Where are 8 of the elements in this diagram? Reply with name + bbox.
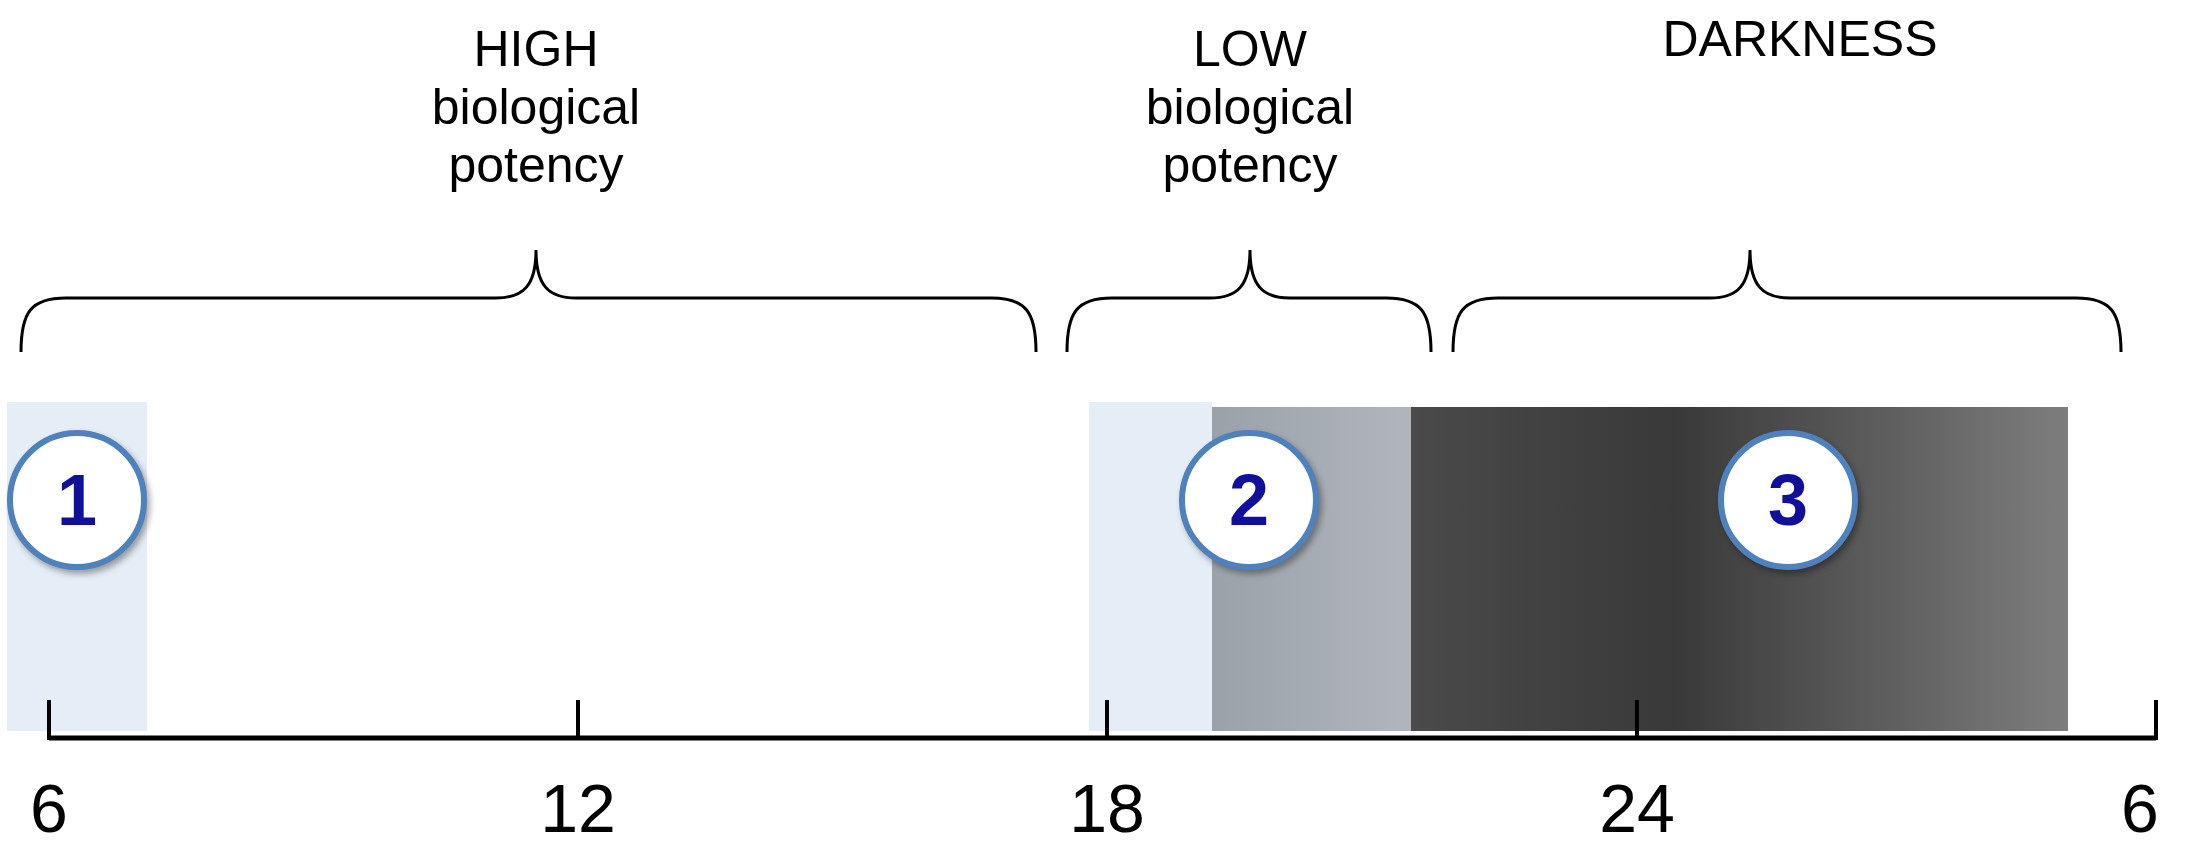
tick-label: 24 xyxy=(1598,770,1676,846)
brace-label: LOW biological potency xyxy=(1144,20,1356,194)
tick-label: 6 xyxy=(2120,770,2160,846)
brace-label: HIGH biological potency xyxy=(430,20,642,194)
tick-label: 6 xyxy=(29,770,69,846)
tick-label: 18 xyxy=(1068,770,1146,846)
brace-label: DARKNESS xyxy=(1661,10,1939,68)
tick-label: 12 xyxy=(539,770,617,846)
